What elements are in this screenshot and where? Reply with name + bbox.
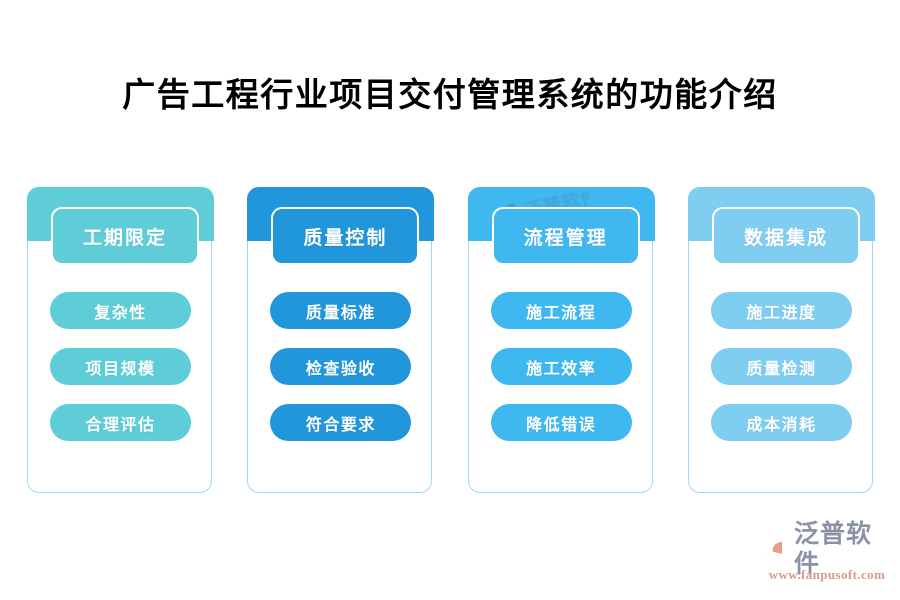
card-item-list: 复杂性 项目规模 合理评估 [28, 292, 213, 441]
card-item[interactable]: 合理评估 [50, 404, 191, 441]
brand-logo-row: 泛普软件 [762, 521, 892, 578]
brand-name: 泛普软件 [794, 521, 873, 578]
feature-card-schedule[interactable]: 工期限定 复杂性 项目规模 合理评估 [27, 187, 214, 493]
card-item[interactable]: 复杂性 [50, 292, 191, 329]
card-item[interactable]: 施工进度 [710, 292, 852, 329]
card-item[interactable]: 质量标准 [270, 292, 412, 329]
card-item-list: 质量标准 检查验收 符合要求 [248, 292, 433, 441]
card-item[interactable]: 施工流程 [490, 292, 632, 329]
card-item-list: 施工流程 施工效率 降低错误 [469, 292, 654, 441]
card-item-list: 施工进度 质量检测 成本消耗 [689, 292, 874, 441]
brand-url: www.fanpusoft.com [768, 567, 886, 582]
fanpu-circle-icon [763, 537, 782, 563]
card-item[interactable]: 成本消耗 [710, 404, 852, 441]
card-header-label: 质量控制 [271, 207, 420, 265]
card-item[interactable]: 检查验收 [270, 348, 412, 385]
feature-card-quality[interactable]: 质量控制 质量标准 检查验收 符合要求 [247, 187, 435, 493]
feature-card-grid: 工期限定 复杂性 项目规模 合理评估 质量控制 质量标准 检查验收 符合要求 泛… [27, 184, 875, 493]
card-header-label: 流程管理 [491, 207, 640, 265]
card-header-label: 工期限定 [51, 207, 199, 265]
card-item[interactable]: 符合要求 [270, 404, 412, 441]
feature-card-data[interactable]: 数据集成 施工进度 质量检测 成本消耗 [687, 187, 875, 493]
card-item[interactable]: 项目规模 [50, 348, 191, 385]
card-header-label: 数据集成 [711, 207, 860, 265]
brand-logo: 泛普软件 www.fanpusoft.com [762, 521, 892, 586]
card-item[interactable]: 降低错误 [490, 404, 632, 441]
card-item[interactable]: 施工效率 [490, 348, 632, 385]
page-title: 广告工程行业项目交付管理系统的功能介绍 [122, 78, 778, 114]
feature-card-process[interactable]: 泛普软件 流程管理 施工流程 施工效率 降低错误 [467, 184, 655, 493]
card-item[interactable]: 质量检测 [710, 348, 852, 385]
